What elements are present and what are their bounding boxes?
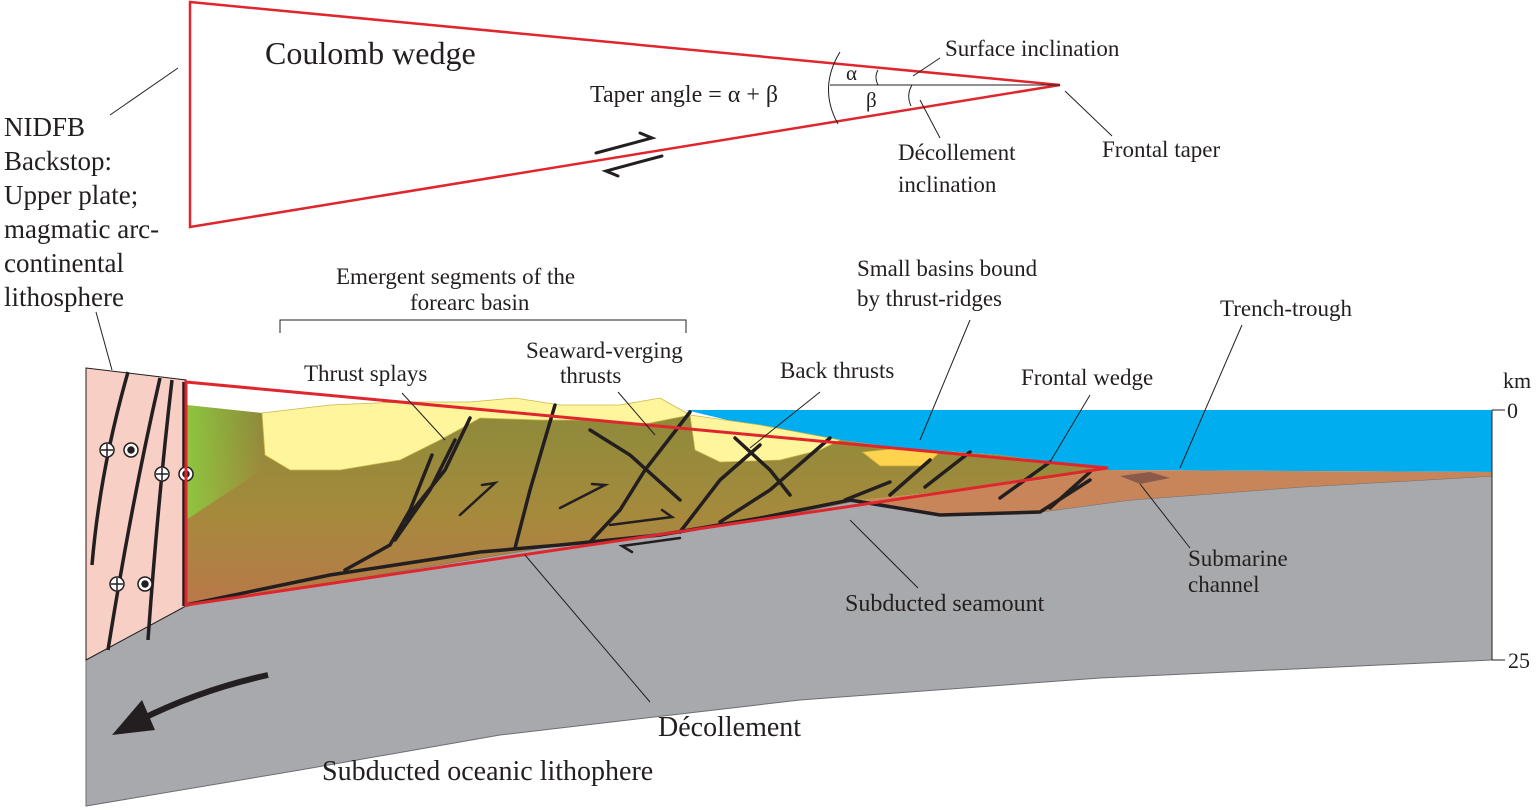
seaward-verging-label-1: Seaward-verging	[526, 338, 683, 363]
back-thrust-3	[843, 480, 892, 502]
thrust-splays-label: Thrust splays	[304, 361, 427, 386]
small-basins-label-1: Small basins bound	[857, 256, 1038, 281]
backstop-line-2: Backstop:	[4, 146, 112, 176]
back-thrust-2	[733, 436, 792, 497]
subducted-lithosphere-label: Subducted oceanic lithophere	[322, 756, 653, 787]
trench-trough-label: Trench-trough	[1220, 296, 1353, 321]
trench-sediment	[860, 470, 1492, 515]
frontal-taper-label: Frontal taper	[1102, 137, 1220, 162]
forearc-basin-fill-2	[689, 414, 842, 463]
small-basins-label-2: by thrust-ridges	[857, 286, 1002, 311]
label-leaders	[401, 319, 1243, 703]
coulomb-wedge-triangle	[188, 0, 1061, 229]
submarine-channel-label-2: channel	[1188, 572, 1260, 597]
taper-angle-arc	[828, 51, 841, 125]
scale-unit: km	[1503, 368, 1531, 393]
beta-arc	[908, 84, 913, 107]
seaward-thrust-3	[678, 443, 762, 534]
decollement-label: Décollement	[658, 712, 801, 743]
backstop-faults	[90, 371, 186, 651]
subduction-direction-arrow	[138, 672, 269, 723]
alpha-arc	[875, 69, 879, 86]
coulomb-wedge-schematic: Coulomb wedge Taper angle = α + β α β Su…	[188, 0, 1220, 229]
decollement-inclination-label-1: Décollement	[898, 140, 1016, 165]
seaward-thrust-2	[588, 410, 692, 544]
emergent-segments-label-2: forearc basin	[410, 290, 530, 315]
frontal-taper-leader	[1064, 90, 1113, 137]
submarine-channel-fill	[1120, 472, 1170, 484]
backstop-line-4: magmatic arc-	[4, 214, 159, 244]
taper-angle-label: Taper angle = α + β	[590, 82, 778, 108]
scale-top-value: 0	[1507, 398, 1518, 423]
seaward-verging-label-2: thrusts	[560, 363, 621, 388]
thrust-splay-3	[403, 416, 472, 522]
surface-inclination-leader	[912, 57, 941, 77]
cross-section: km 0 25 Emergent segments of the forearc…	[85, 256, 1531, 807]
backstop-to-section-leader	[95, 311, 113, 371]
emergent-segments-label-1: Emergent segments of the	[336, 264, 575, 289]
back-thrusts-label: Back thrusts	[780, 358, 894, 383]
backstop-line-1: NIDFB	[4, 112, 85, 142]
seaward-thrust-4	[718, 436, 832, 524]
seaward-thrust-1	[513, 403, 557, 550]
coulomb-wedge-title: Coulomb wedge	[265, 35, 476, 71]
depth-scale: km 0 25	[1491, 368, 1531, 673]
subduction-arrowhead	[112, 700, 155, 735]
seaward-thrust-5	[888, 458, 932, 497]
thrust-splay-1	[343, 453, 434, 572]
backstop-label: NIDFB Backstop: Upper plate; magmatic ar…	[4, 67, 179, 371]
beta-symbol: β	[866, 88, 877, 112]
shear-sense-arrows	[594, 131, 664, 178]
decollement-inclination-label-2: inclination	[898, 172, 997, 197]
backstop-line-5: continental	[4, 248, 124, 278]
frontal-wedge-label: Frontal wedge	[1021, 365, 1153, 390]
submarine-channel-label-1: Submarine	[1188, 546, 1288, 571]
sea-water	[686, 410, 1492, 472]
slip-arrows	[458, 481, 682, 554]
backstop-to-wedge-leader	[109, 67, 179, 116]
seaward-thrust-6	[923, 450, 972, 489]
strike-slip-symbols	[99, 442, 194, 592]
backstop-line-6: lithosphere	[4, 282, 124, 312]
backstop-line-3: Upper plate;	[4, 180, 138, 210]
scale-bottom-value: 25	[1508, 648, 1530, 673]
vegetated-zone	[186, 405, 262, 520]
back-thrust-1	[588, 428, 682, 502]
decollement-inclination-leader	[919, 99, 941, 139]
surface-inclination-label: Surface inclination	[945, 36, 1120, 61]
emergent-segments-bracket	[279, 319, 687, 333]
subducted-seamount-label: Subducted seamount	[845, 591, 1045, 617]
alpha-symbol: α	[846, 61, 857, 85]
seaward-thrust-8	[1048, 470, 1092, 510]
